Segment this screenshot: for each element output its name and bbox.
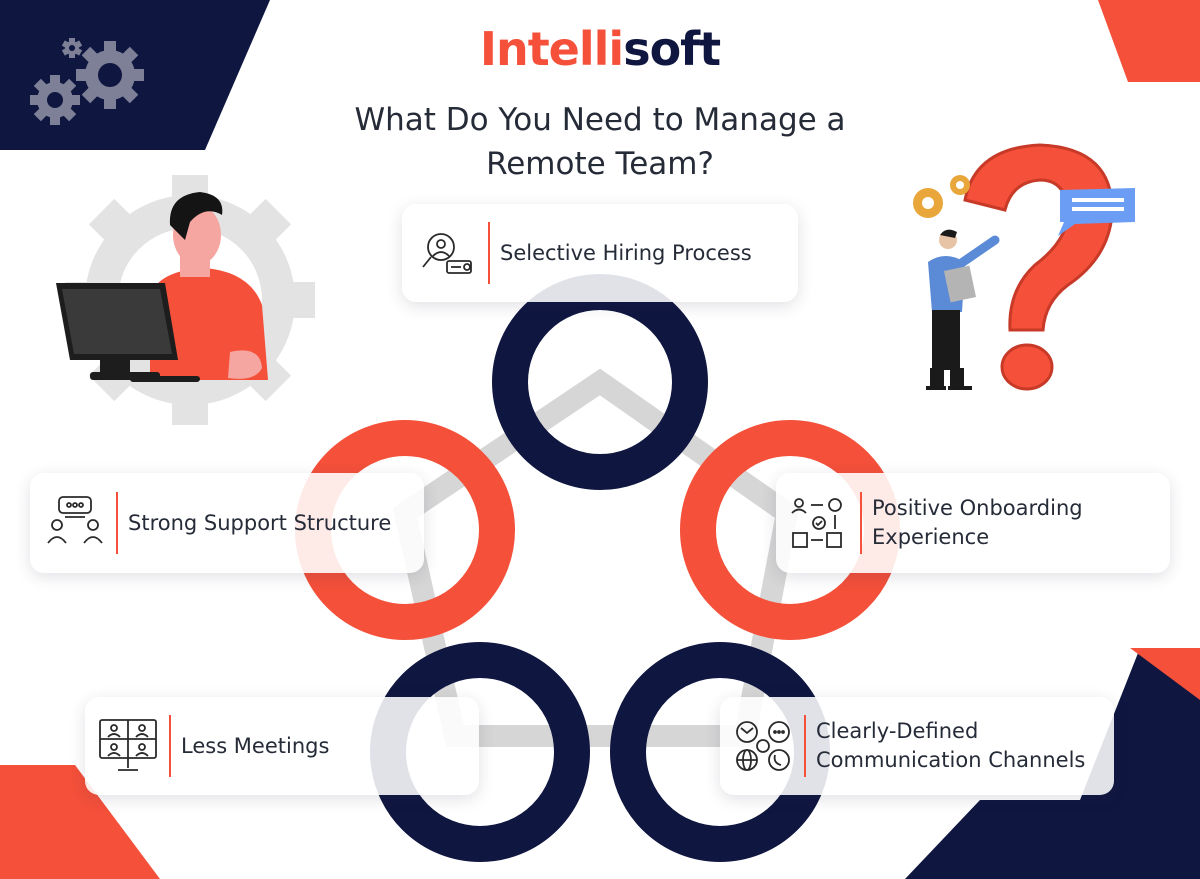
communication-channels-icon: [730, 721, 796, 771]
card-label: Positive Onboarding Experience: [872, 494, 1083, 552]
top-right-red-shape: [1098, 0, 1200, 82]
card-divider: [488, 222, 490, 284]
onboarding-workflow-icon: [786, 498, 852, 548]
brand-logo: Intellisoft: [0, 26, 1200, 72]
page-title: What Do You Need to Manage a Remote Team…: [300, 98, 900, 186]
title-line-1: What Do You Need to Manage a: [354, 102, 846, 138]
card-selective-hiring: Selective Hiring Process: [402, 204, 798, 302]
card-communication-channels: Clearly-Defined Communication Channels: [720, 697, 1114, 795]
card-label-line-2: Communication Channels: [816, 748, 1086, 772]
card-label: Strong Support Structure: [128, 510, 392, 535]
card-less-meetings: Less Meetings: [85, 697, 479, 795]
video-conference-icon: [95, 719, 161, 771]
card-divider: [169, 715, 171, 777]
card-support-structure: Strong Support Structure: [30, 473, 424, 573]
card-label-line-2: Experience: [872, 525, 990, 549]
card-label: Less Meetings: [181, 733, 330, 758]
bottom-right-red-accent: [1130, 648, 1200, 700]
card-divider: [804, 715, 806, 777]
card-label-line-1: Positive Onboarding: [872, 496, 1083, 520]
person-with-question-mark: [913, 143, 1135, 391]
person-at-computer: [56, 175, 315, 425]
team-support-icon: [42, 496, 108, 548]
brand-logo-part2: soft: [623, 22, 721, 76]
bottom-right-navy-shape: [905, 648, 1200, 879]
recruitment-magnifier-icon: [414, 228, 480, 278]
card-positive-onboarding: Positive Onboarding Experience: [776, 473, 1170, 573]
card-label: Selective Hiring Process: [500, 240, 752, 265]
brand-logo-part1: Intelli: [479, 22, 624, 76]
bottom-left-red-shape: [0, 765, 160, 879]
gears-icon: [30, 38, 144, 125]
card-label-line-1: Clearly-Defined: [816, 719, 979, 743]
card-divider: [116, 492, 118, 554]
title-line-2: Remote Team?: [486, 146, 714, 182]
pentagon-connectors: [392, 368, 800, 747]
card-label: Clearly-Defined Communication Channels: [816, 717, 1085, 775]
card-divider: [860, 492, 862, 554]
